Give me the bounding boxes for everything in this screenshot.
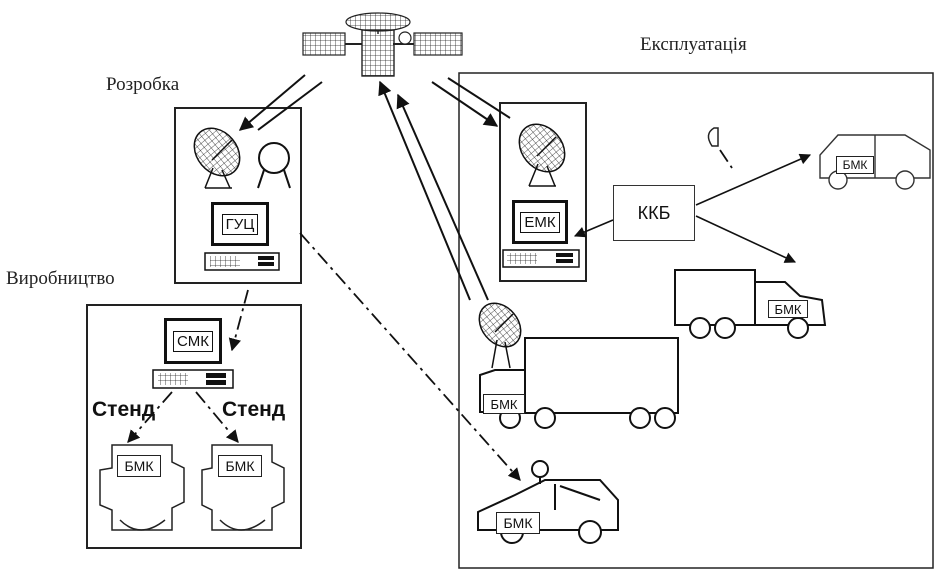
production-label: Виробництво [6,268,115,289]
stand-left-label: Стенд [92,398,156,421]
bmk-label-truck: БМК [768,300,808,318]
smk-monitor: СМК [164,318,222,364]
smk-label: СМК [173,330,213,352]
emk-frame [499,102,587,282]
satellite-dish-icon [478,302,522,369]
truck-icon [479,337,679,429]
bmk-label-car-top: БМК [836,156,874,174]
emk-label: ЕМК [520,211,560,233]
operation-label: Експлуатація [640,34,747,55]
computer-icon [152,369,234,389]
production-frame [86,304,302,549]
engine-icon [201,444,285,531]
guc-monitor: ГУЦ [211,202,269,246]
computer-icon [204,252,280,271]
operation-frame [458,72,934,569]
satellite-dish-icon [518,123,566,187]
bmk-label-stand-right: БМК [218,455,262,477]
development-frame [174,107,302,284]
engine-icon [99,444,185,531]
satellite-dish-icon [193,127,241,189]
development-label: Розробка [106,74,180,95]
stand-right-label: Стенд [222,398,286,421]
computer-icon [502,249,580,268]
bmk-label-car-bottom: БМК [496,512,540,534]
bmk-label-big-truck: БМК [483,394,525,414]
guc-label: ГУЦ [221,213,259,235]
kkb-box: ККБ [613,185,695,241]
antenna-loop-icon [257,142,291,189]
satellite-icon [302,12,463,77]
receiver-icon [707,127,719,147]
bmk-label-stand-left: БМК [117,455,161,477]
emk-monitor: ЕМК [512,200,568,244]
